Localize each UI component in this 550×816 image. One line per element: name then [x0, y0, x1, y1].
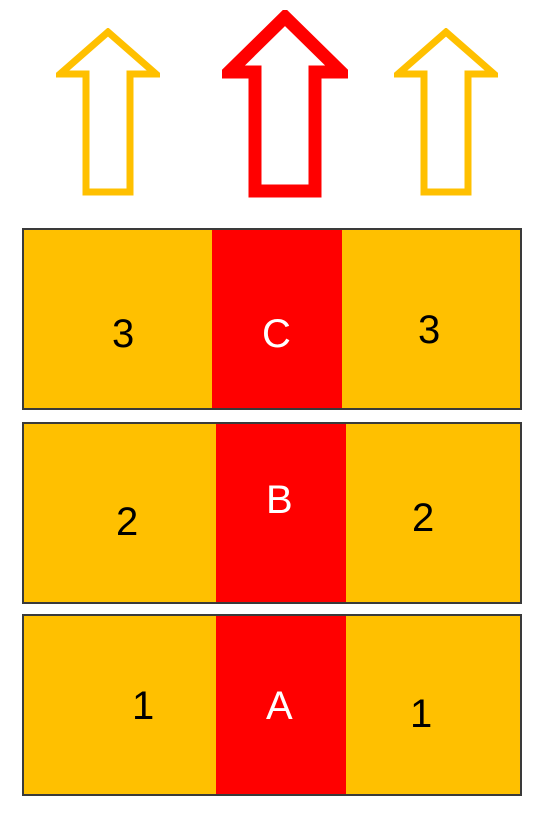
band-3-right-label: 3: [418, 308, 441, 352]
right-arrow-icon: [394, 28, 498, 196]
band-2-b: 2 B 2: [22, 422, 522, 604]
band-1-left-label: 1: [132, 684, 155, 728]
band-1-a: 1 A 1: [22, 614, 522, 796]
band-2-left-label: 2: [116, 500, 139, 544]
band-1-center-strip: A: [216, 616, 346, 794]
band-3-left-label: 3: [112, 312, 135, 356]
band-3-c: 3 C 3: [22, 228, 522, 410]
band-1-center-label: A: [266, 684, 293, 728]
band-1-right-label: 1: [410, 692, 433, 736]
band-3-center-label: C: [262, 312, 291, 356]
band-3-center-strip: C: [212, 230, 342, 408]
band-2-right-label: 2: [412, 496, 435, 540]
band-2-center-label: B: [266, 478, 293, 522]
left-arrow-icon: [56, 28, 160, 196]
center-arrow-icon: [222, 10, 348, 198]
band-2-center-strip: B: [216, 424, 346, 602]
